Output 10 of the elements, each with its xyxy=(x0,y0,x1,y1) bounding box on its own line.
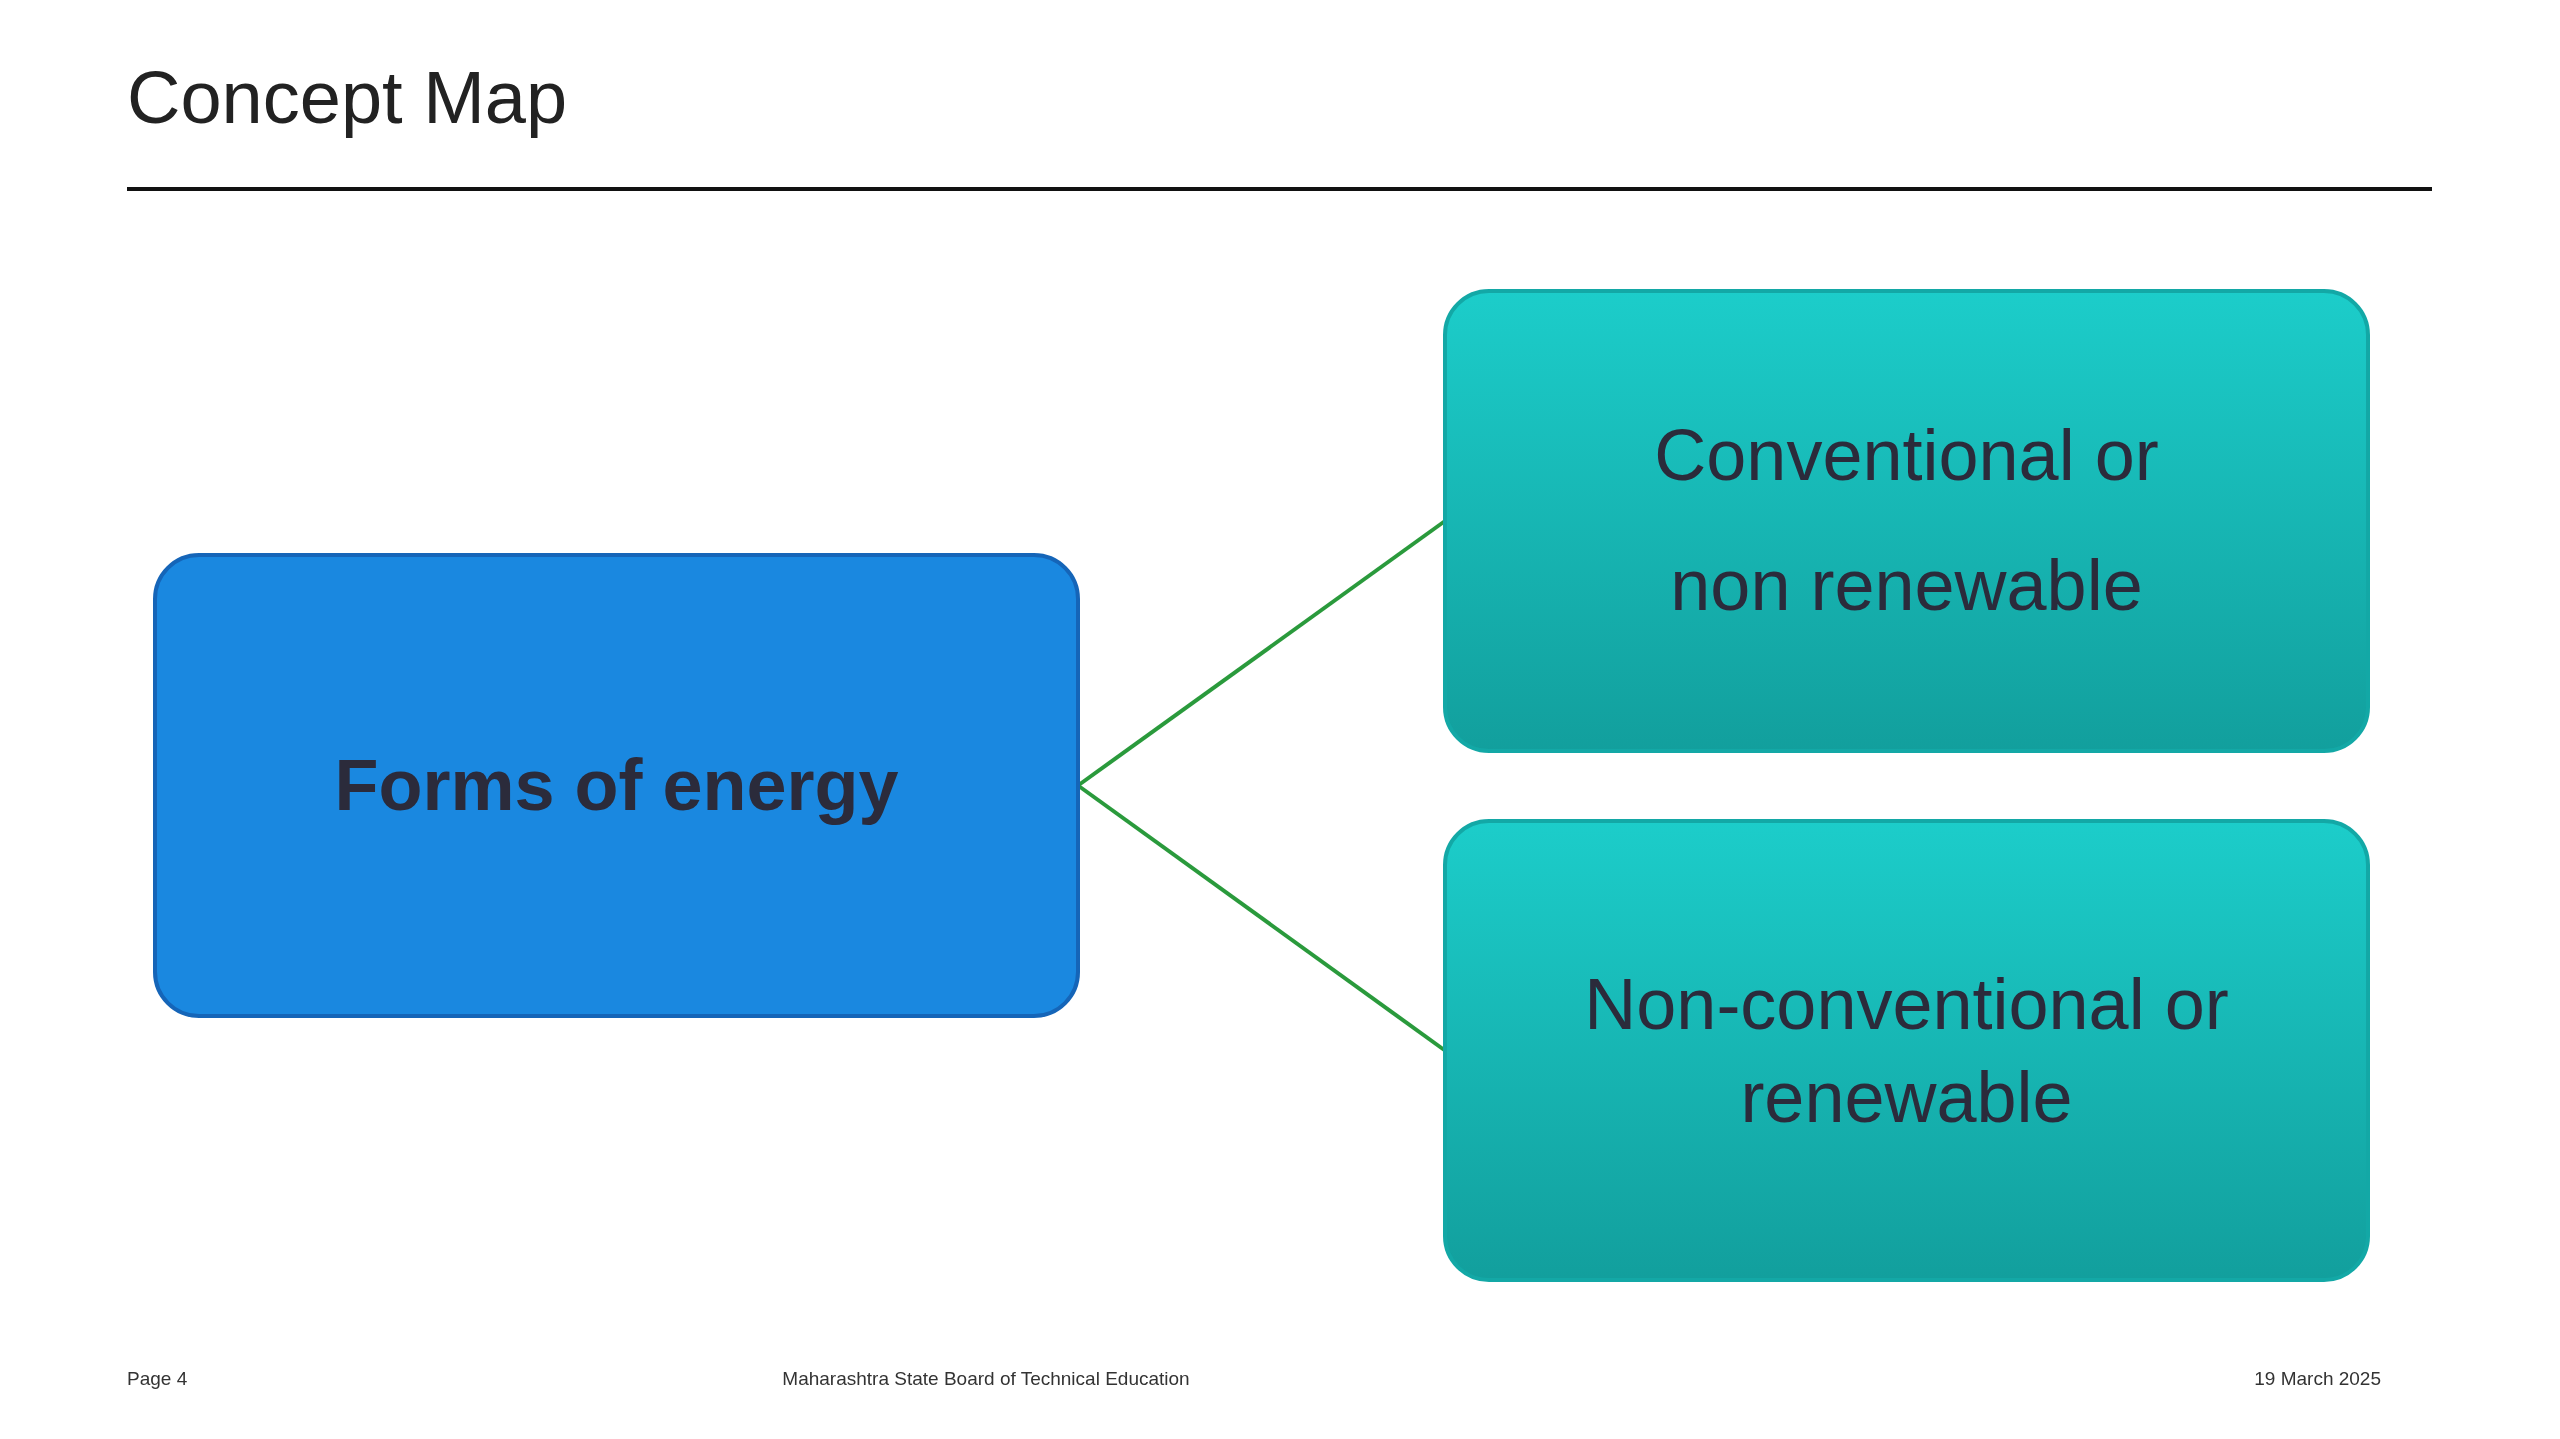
node-label: Non-conventional or renewable xyxy=(1583,963,2230,1139)
node-label: Conventional or non renewable xyxy=(1653,414,2160,627)
category-box xyxy=(1443,289,2370,753)
footer-text: Maharashtra State Board of Technical Education xyxy=(782,1368,1190,1390)
topic-box xyxy=(153,553,1080,1018)
node-label: Forms of energy xyxy=(334,744,899,828)
footer-text: 19 March 2025 xyxy=(2254,1368,2381,1390)
footer-text: Page 4 xyxy=(127,1368,188,1390)
slide-title: Concept Map xyxy=(127,55,568,140)
category-box xyxy=(1443,819,2370,1282)
